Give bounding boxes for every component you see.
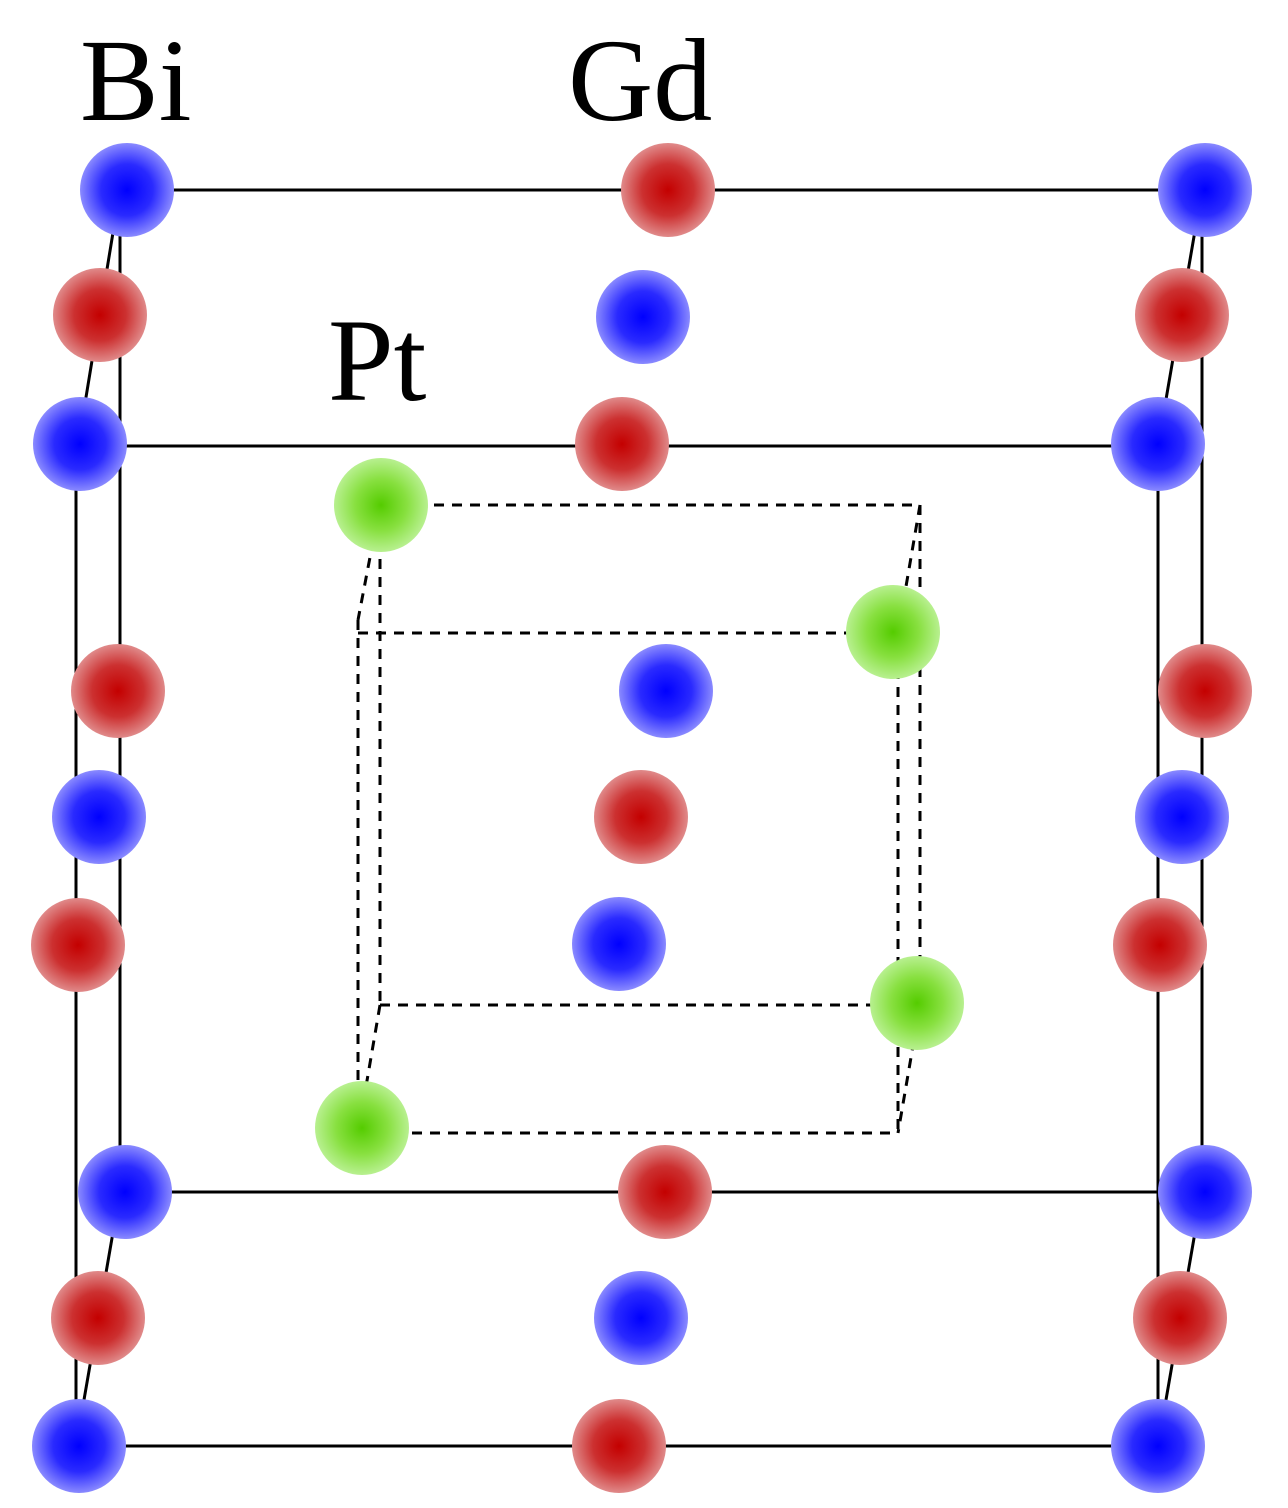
pt-atoms (315, 458, 964, 1175)
bi-atom (1111, 1399, 1205, 1493)
pt-atom (334, 458, 428, 552)
bi-atom (52, 770, 146, 864)
bi-atom (1158, 143, 1252, 237)
gd-atom (1133, 1271, 1227, 1365)
pt-label: Pt (328, 295, 427, 426)
pt-atom (315, 1081, 409, 1175)
gd-atom (618, 1145, 712, 1239)
gd-atom (572, 1399, 666, 1493)
gd-atom (594, 770, 688, 864)
bi-atom (572, 897, 666, 991)
gd-atoms (31, 143, 1252, 1493)
pt-atom (846, 585, 940, 679)
gd-atom (53, 268, 147, 362)
bi-atom (33, 397, 127, 491)
bi-atom (1111, 397, 1205, 491)
bi-atom (1135, 770, 1229, 864)
bi-atoms (32, 143, 1252, 1493)
bi-atom (1158, 1145, 1252, 1239)
gd-atom (51, 1271, 145, 1365)
gd-label: Gd (568, 15, 713, 146)
gd-atom (1113, 898, 1207, 992)
pt-atom (870, 956, 964, 1050)
gd-atom (575, 397, 669, 491)
gd-atom (31, 898, 125, 992)
bi-atom (78, 1145, 172, 1239)
bi-atom (32, 1399, 126, 1493)
gd-atom (1135, 268, 1229, 362)
bi-atom (594, 1271, 688, 1365)
gd-atom (1158, 644, 1252, 738)
bi-label: Bi (80, 15, 192, 146)
bi-atom (596, 270, 690, 364)
gd-atom (71, 644, 165, 738)
gd-atom (621, 143, 715, 237)
bi-atom (619, 644, 713, 738)
bi-atom (80, 143, 174, 237)
